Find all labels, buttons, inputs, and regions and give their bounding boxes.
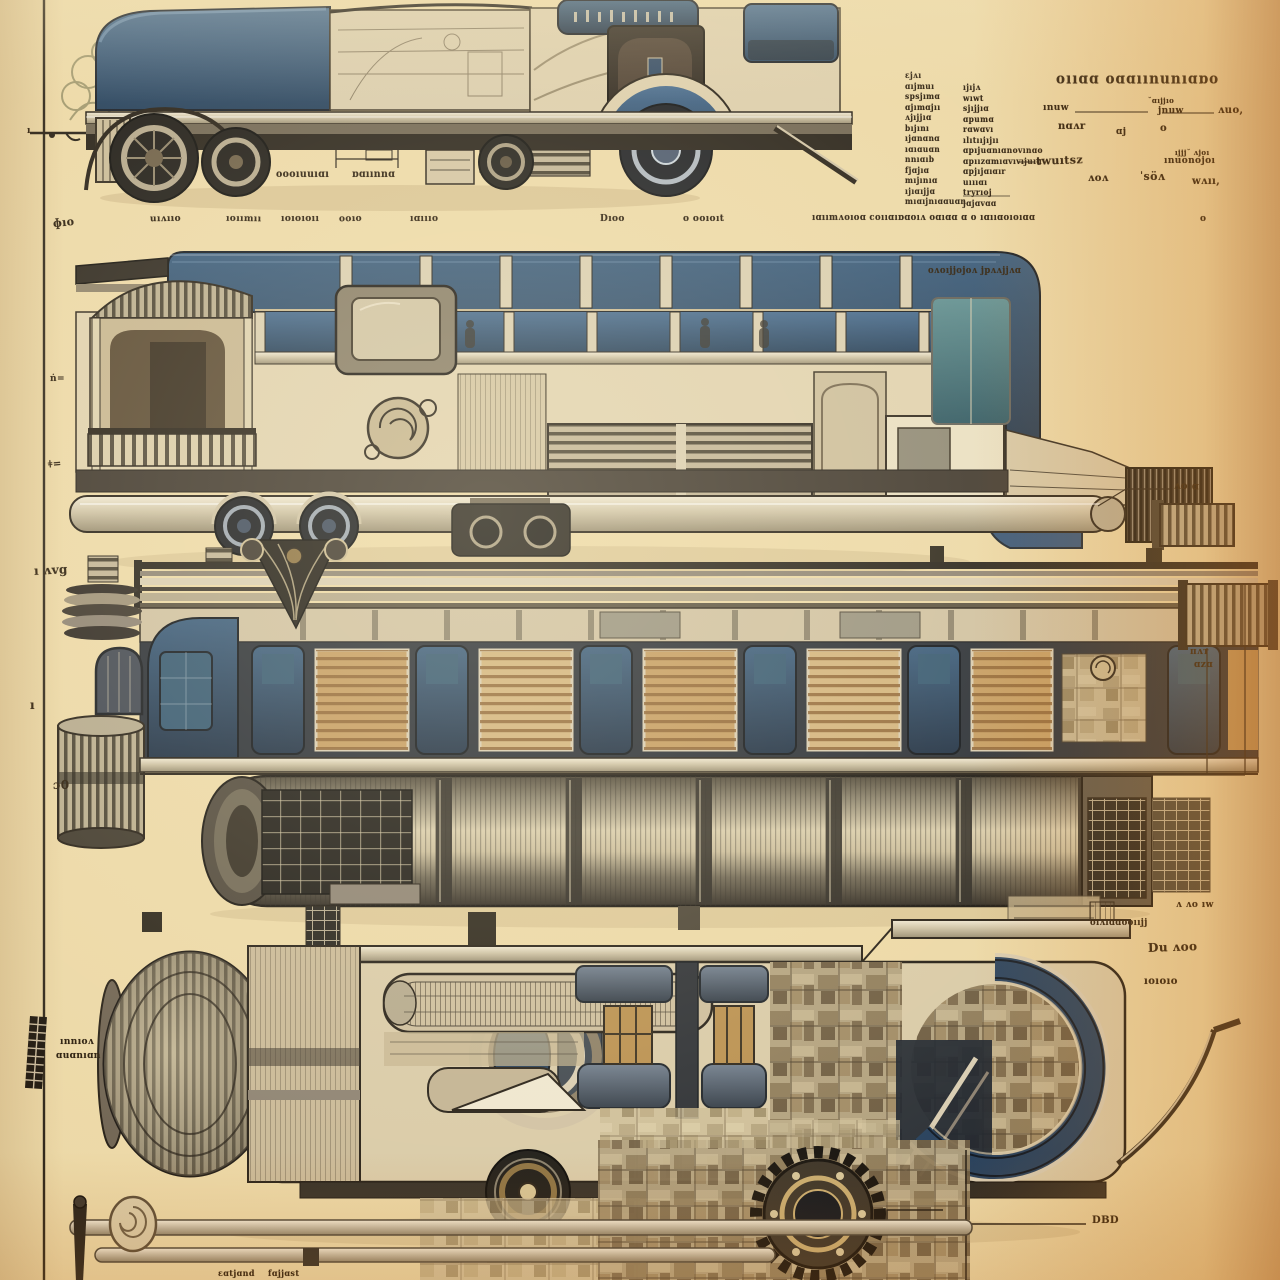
cutaway-turbine-machine [69,901,1241,1280]
riveted-tank [201,774,1154,908]
annotation-bus-pipe: ʌo ɑ [1173,480,1200,493]
cutaway-sedan [61,0,859,211]
spec-scatter: ʌuo, [1218,105,1244,116]
tank-cage [261,789,413,895]
sedan-leader-lines [335,149,399,168]
margin-tick: ı [30,698,35,712]
margin-tick: ɔ0 [53,778,70,792]
annotation-bus-cab: oʌoıjjojoʌ jpʌʌjjʌɑ [928,266,1022,276]
margin-tick: ı ʌvg [33,562,69,578]
train-striped-drum [57,715,145,849]
margin-tick: ı [27,126,31,136]
spec-heading: oııɑɑ oɑɑıınunıɑɒo [1056,70,1220,88]
annotation-caption: ıɑıııo [410,214,439,224]
margin-tick: ṅ= [50,374,65,384]
annotation-caption: ooıo [338,213,363,225]
train-disc-stack [62,555,142,640]
margin-tick: ǂ= [47,458,63,471]
annotation-caption: uıʌııo [149,213,182,225]
survey-pin [73,1204,87,1280]
annotation-turbine-0: oıʌıɑɑooııjj [1090,918,1148,928]
cutaway-streamliner-bus [69,251,1235,578]
annotation-bottom-note-b: fɑjjɑst [268,1268,300,1278]
annotation-leader: DBD [1092,1215,1119,1226]
tank-ladder [1151,797,1211,893]
spec-col2: ıjıjʌ wıwt sjıjjıɑ ɑpumɑ rɑwɑvı ılıtııjı… [963,82,1043,208]
annotation-sedan-a: oooıuuıɑı [276,169,330,180]
turbine-skid [1116,1029,1217,1167]
annotation-sedan-b: ɒɑıınnɑ [352,169,396,180]
annotation-caption: Dıoo [600,214,625,224]
spec-scatter: ˈsöʌ [1140,170,1166,183]
annotation-corner: ʌ ʌo ıw [1176,900,1214,910]
spec-col1: ɛjʌı ɑıjmuı spsjımɑ ɑjımɑjıı ʌjıjjıɑ bıj… [905,70,967,206]
annotation-dim-b: ɑzɑ [1194,660,1213,670]
annotation-caption: o ooıoıt [683,214,725,224]
bus-corrugated-pipe [1159,503,1235,547]
annotation-turbine-2: ıoıoıo [1144,976,1178,987]
turbine-top-rail [297,945,863,963]
annotation-dim-a: пʌт [1190,647,1210,657]
annotation-turbine-left-b: ɑuɑnıɑn [56,1051,101,1061]
annotation-caption-end: o [1200,214,1207,224]
spec-scatter: ɑj [1116,127,1127,137]
shell-ornament [108,1195,158,1253]
spec-scatter: o [1160,123,1168,134]
glass-rod [94,1247,776,1263]
annotation-turbine-1: Du ʌoo [1147,939,1198,955]
cutaway-train-and-tank [57,546,1278,931]
annotation-caption-long: ıɑıımʌoıoɑ coııɑıɒɑoıʌ oɑıɑɑ ɑ o ıɑııɑoı… [812,213,1036,223]
margin-tick: ɸıo [52,214,76,231]
spec-scatter: ınuw [1043,103,1069,113]
annotation-turbine-left-a: ınnıoʌ [60,1037,95,1047]
bus-porch-railing [87,433,257,467]
spec-scatter: nɑʌr [1058,121,1086,132]
annotation-caption: ıoıoıoıı [281,214,320,224]
sedan-cab-cutaway [329,9,531,111]
spec-scatter: wʌıı, [1192,176,1221,187]
spec-scatter: ʌoʌ [1088,173,1109,184]
spec-scatter: twuıtsz [1035,153,1084,168]
spec-scatter: ˘ɑıjjıo [1148,96,1175,105]
annotation-bottom-note-a: ɛɑtjɑnd [218,1268,255,1278]
bus-scroll-machine [366,396,430,460]
annotation-caption: ıoıımıı [225,213,262,225]
glass-rod [69,1219,973,1236]
spec-scatter: jnuw [1158,106,1184,116]
spec-scatter: ınuonojoı [1164,156,1216,166]
train-corrugated-pipe [1185,583,1275,647]
sedan-canopy-glass [95,5,331,111]
